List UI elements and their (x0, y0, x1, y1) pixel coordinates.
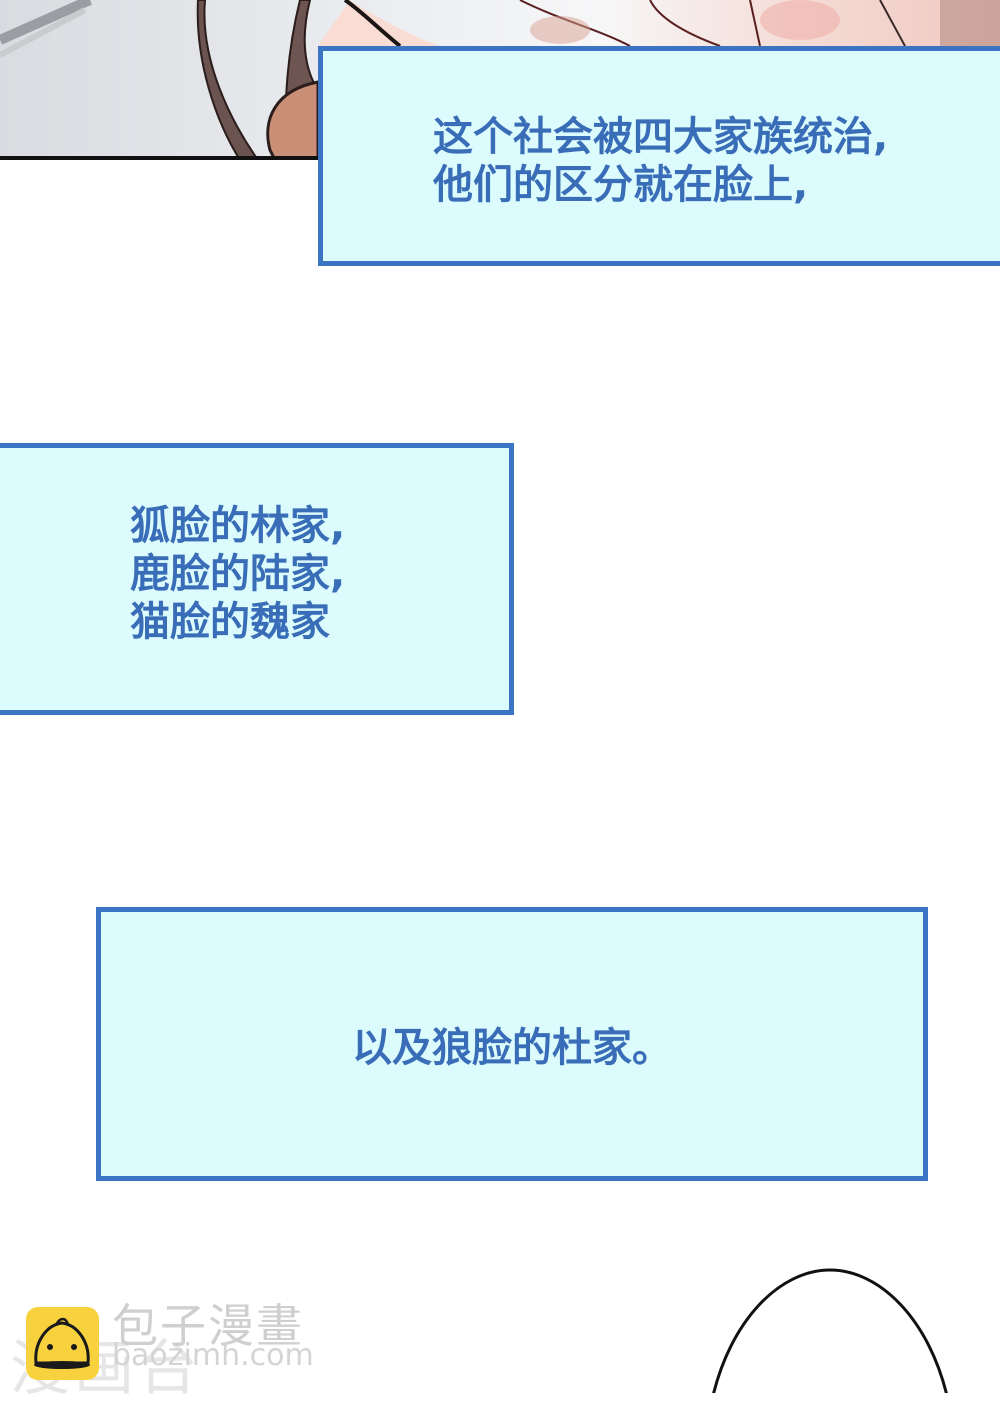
narration-caption-1: 这个社会被四大家族统治, 他们的区分就在脸上, (318, 46, 1000, 266)
speech-bubble-outline (712, 1268, 948, 1393)
narration-caption-2: 狐脸的林家, 鹿脸的陆家, 猫脸的魏家 (0, 443, 514, 715)
steamed-bun-icon (26, 1307, 99, 1380)
watermark-url: baozimh.com (112, 1338, 314, 1373)
caption-line: 以及狼脸的杜家。 (352, 1025, 672, 1071)
watermark-title: 包子漫畫 (112, 1299, 304, 1353)
watermark: 漫画台 包子漫畫 baozimh.com (0, 1280, 340, 1404)
caption-line: 猫脸的魏家 (130, 599, 330, 645)
caption-line: 狐脸的林家, (130, 503, 346, 549)
caption-line: 他们的区分就在脸上, (433, 162, 809, 208)
caption-line: 鹿脸的陆家, (130, 551, 346, 597)
caption-line: 这个社会被四大家族统治, (433, 114, 889, 160)
narration-caption-3: 以及狼脸的杜家。 (96, 907, 928, 1181)
